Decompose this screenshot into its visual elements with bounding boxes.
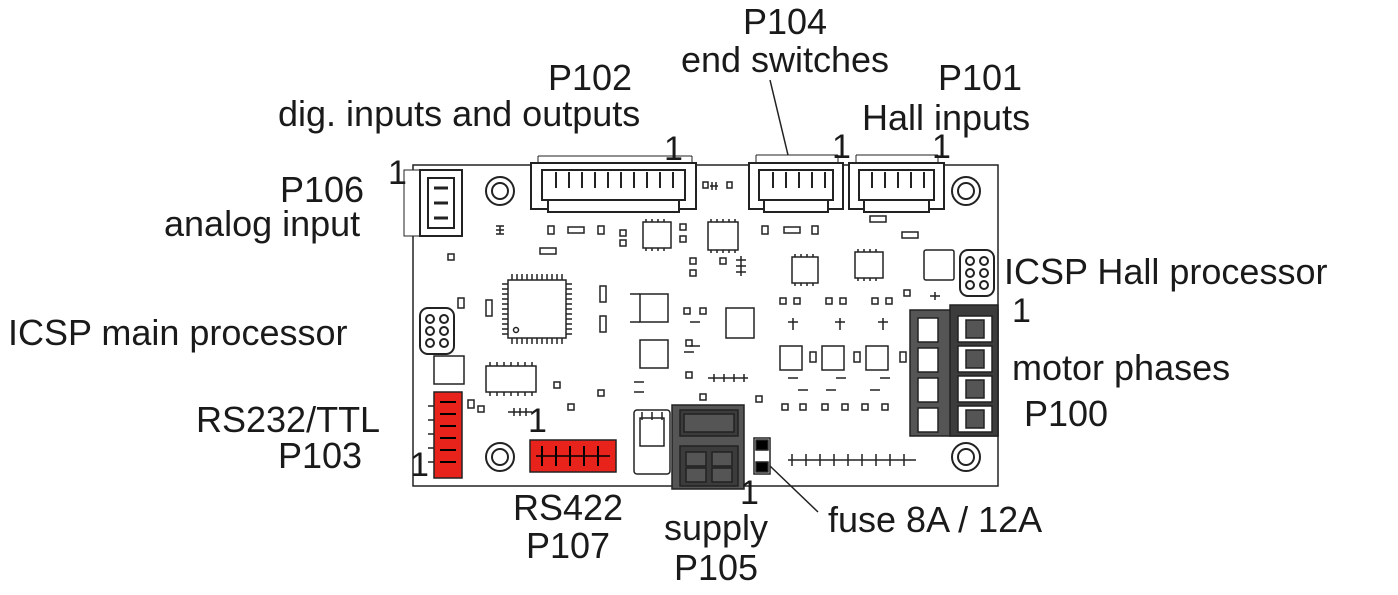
small-ic bbox=[854, 249, 884, 281]
p107-id-label: P107 bbox=[525, 525, 611, 566]
motor-phases-label: motor phases bbox=[1012, 347, 1231, 388]
p101-pin1-marker: 1 bbox=[932, 128, 951, 166]
icsp-hall-pin1-marker: 1 bbox=[1012, 292, 1031, 330]
icsp-main-header bbox=[419, 307, 455, 355]
p100-id-label: P100 bbox=[1024, 393, 1109, 434]
p104-connector bbox=[748, 154, 844, 213]
supply-label: supply bbox=[663, 507, 769, 548]
mounting-hole bbox=[485, 442, 515, 472]
p102-id-label: P102 bbox=[547, 57, 633, 98]
fuse-label: fuse 8A / 12A bbox=[828, 499, 1043, 540]
soic-chip bbox=[485, 362, 537, 396]
p102-connector bbox=[530, 155, 697, 213]
p107-pin1-marker: 1 bbox=[528, 402, 547, 440]
rs422-label: RS422 bbox=[512, 487, 624, 528]
hall-processor-chip bbox=[923, 249, 955, 281]
fuse bbox=[753, 437, 771, 475]
main-processor-chip bbox=[502, 274, 572, 344]
mounting-hole bbox=[951, 442, 981, 472]
p100-connector bbox=[909, 304, 999, 437]
icsp-hall-label: ICSP Hall processor bbox=[1004, 251, 1328, 292]
p106-connector bbox=[403, 169, 463, 237]
p104-pin1-marker: 1 bbox=[832, 128, 851, 166]
rs232-label: RS232/TTL bbox=[196, 399, 381, 440]
p105-id-label: P105 bbox=[673, 547, 759, 588]
mounting-hole bbox=[485, 176, 515, 206]
fuse-leader bbox=[769, 465, 819, 513]
p104-desc-label: end switches bbox=[680, 39, 890, 80]
small-ic bbox=[791, 254, 819, 286]
p101-id-label: P101 bbox=[937, 57, 1023, 98]
p102-desc-label: dig. inputs and outputs bbox=[278, 93, 641, 134]
passive-components bbox=[447, 181, 940, 416]
icsp-hall-header bbox=[959, 249, 995, 297]
p105-connector bbox=[633, 404, 745, 490]
p103-header bbox=[428, 391, 463, 479]
p103-id-label: P103 bbox=[278, 435, 363, 476]
small-ic bbox=[433, 293, 889, 385]
small-ic bbox=[642, 219, 672, 251]
p101-desc-label: Hall inputs bbox=[862, 97, 1031, 138]
p101-connector bbox=[848, 154, 945, 213]
p102-pin1-marker: 1 bbox=[664, 130, 683, 168]
p105-pin1-marker: 1 bbox=[740, 474, 759, 512]
p104-id-label: P104 bbox=[742, 1, 828, 42]
p104-leader bbox=[769, 79, 789, 156]
p106-pin1-marker: 1 bbox=[388, 154, 407, 192]
p107-header bbox=[529, 439, 617, 473]
cap-row bbox=[788, 454, 916, 466]
small-ic bbox=[707, 219, 739, 253]
icsp-main-label: ICSP main processor bbox=[8, 312, 348, 353]
p106-id-label: P106 bbox=[280, 169, 365, 210]
p103-pin1-marker: 1 bbox=[410, 446, 429, 484]
p106-desc-label: analog input bbox=[164, 203, 361, 244]
mounting-hole bbox=[951, 176, 981, 206]
